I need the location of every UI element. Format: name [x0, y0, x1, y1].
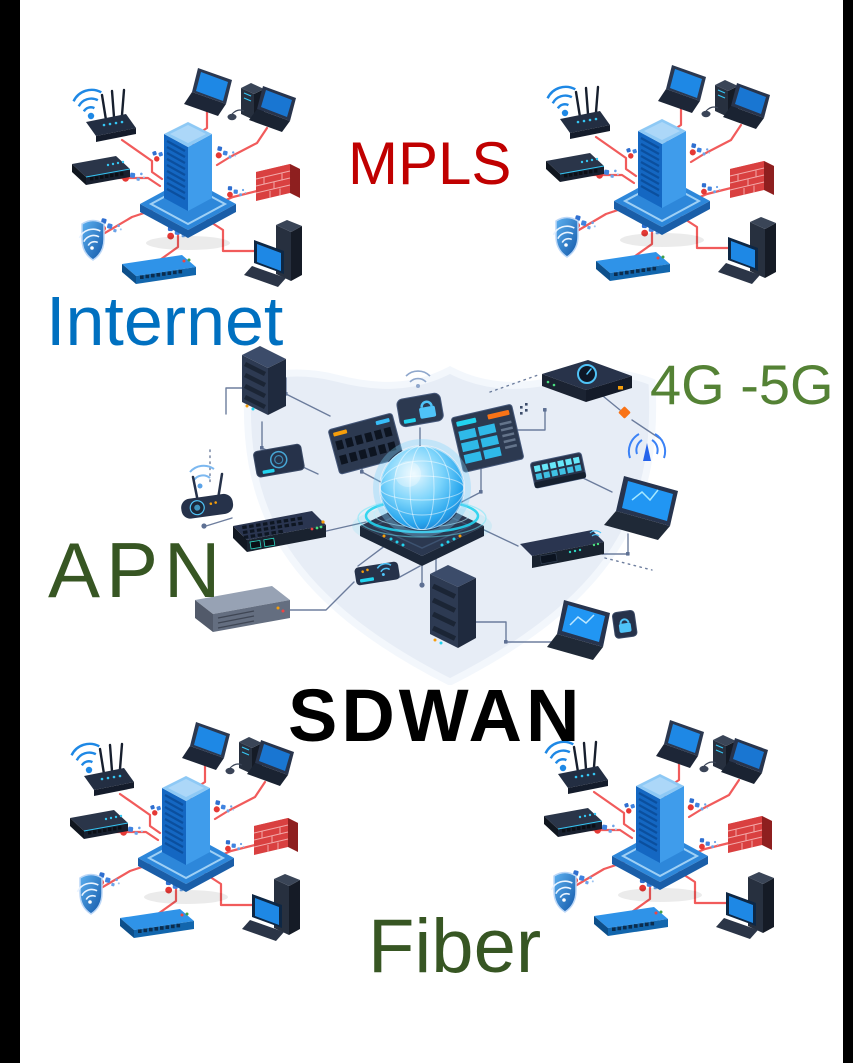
orange-connector-node [618, 406, 631, 419]
edge-router-icon [520, 530, 604, 568]
label-mpls: MPLS [348, 130, 512, 197]
left-black-bar [0, 0, 20, 1063]
round-pattern-device-icon [253, 443, 305, 478]
label-fiber: Fiber [368, 904, 542, 989]
sdwan-hub-illustration [150, 330, 710, 686]
server-rack-icon [242, 346, 286, 415]
branch-network-bottom-left [58, 714, 308, 949]
branch-network-top-left [60, 60, 310, 295]
long-switch-icon [233, 511, 326, 552]
label-4g-5g: 4G -5G [650, 353, 834, 416]
clock-device-icon [542, 360, 632, 402]
storage-box-icon [195, 586, 290, 632]
label-apn: APN [48, 526, 227, 614]
hub-wifi-router-icon [181, 464, 234, 519]
globe-core-icon [352, 439, 492, 566]
label-sdwan-title: SDWAN [288, 674, 584, 757]
dashboard-panel-icon [451, 404, 524, 473]
patch-panel-icon [328, 413, 404, 475]
right-black-bar [843, 0, 853, 1063]
keypad-device-icon [530, 452, 587, 489]
branch-network-top-right [534, 57, 784, 292]
mini-wifi-device-icon [354, 561, 400, 586]
label-internet: Internet [46, 282, 284, 360]
server-rack-bottom-icon [430, 565, 476, 648]
lock-device-icon [396, 370, 444, 428]
secure-laptop-icon [547, 600, 638, 660]
antenna-laptop-icon [604, 433, 678, 540]
